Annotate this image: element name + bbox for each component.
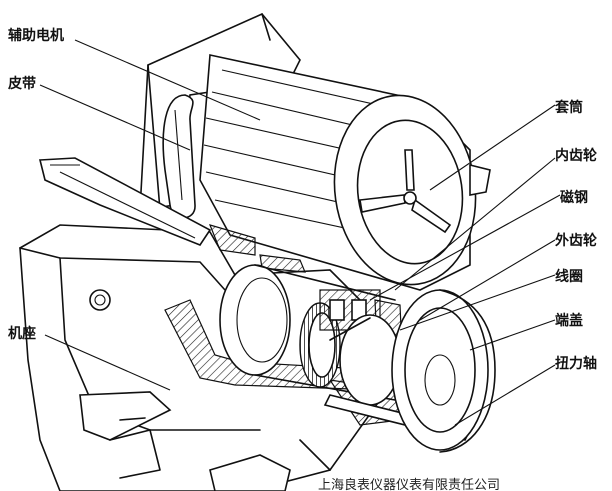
label-end-cover: 端盖: [555, 312, 583, 329]
watermark-text: 上海良表仪器仪表有限责任公司: [318, 477, 500, 491]
auxiliary-motor: [199, 54, 491, 291]
cutaway-section: [164, 224, 472, 441]
leader-lines: [39, 39, 561, 426]
end-cover: [391, 289, 496, 453]
label-belt: 皮带: [7, 75, 36, 92]
label-sleeve: 套筒: [555, 99, 583, 116]
label-base: 机座: [8, 325, 36, 342]
label-coil: 线圈: [555, 268, 583, 285]
labels: 辅助电机 皮带 机座 套筒 内齿轮 磁钢 外齿轮 线圈 端盖 扭力轴: [7, 27, 597, 372]
label-outer-gear: 外齿轮: [555, 232, 597, 249]
label-torque-shaft: 扭力轴: [555, 355, 597, 372]
label-aux-motor: 辅助电机: [8, 27, 64, 44]
label-inner-gear: 内齿轮: [555, 147, 597, 164]
belt: [38, 157, 212, 246]
label-magnetic-steel: 磁钢: [560, 189, 588, 206]
